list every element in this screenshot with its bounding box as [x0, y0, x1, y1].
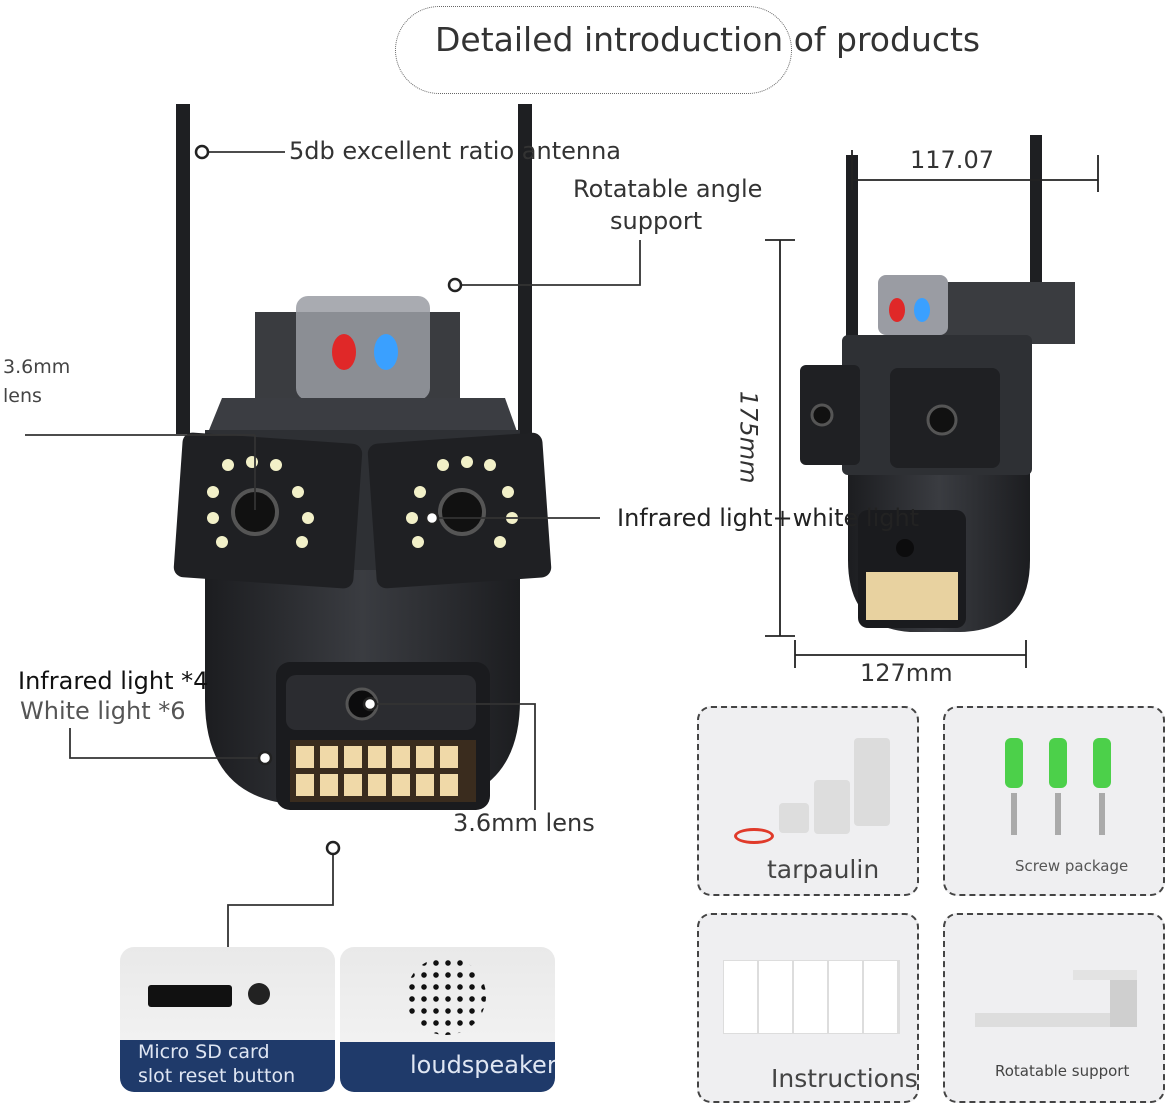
bracket-icon — [975, 1013, 1137, 1027]
dimension-width-top: 117.07 — [910, 146, 994, 174]
speaker-grille-icon — [406, 957, 486, 1035]
callout-rotatable-angle-2: support — [610, 207, 703, 235]
reset-button-icon — [248, 983, 270, 1005]
manual-pages-icon — [723, 960, 900, 1034]
main-camera — [173, 104, 552, 810]
gland-part-icon — [814, 780, 850, 834]
blue-led — [374, 334, 398, 370]
page-title: Detailed introduction of products — [435, 20, 981, 59]
accessory-label: tarpaulin — [767, 855, 880, 884]
feature-label-speaker: loudspeaker — [410, 1051, 555, 1079]
accessory-label: Screw package — [1015, 857, 1129, 875]
title-frame — [395, 6, 792, 94]
gland-part-icon — [779, 803, 809, 833]
accessory-label: Rotatable support — [995, 1062, 1130, 1080]
callout-dots — [194, 144, 463, 856]
callout-rotatable-angle-1: Rotatable angle — [573, 175, 763, 203]
led-array-cells — [296, 746, 458, 796]
accessory-instructions: Instructions — [697, 913, 919, 1103]
dimension-lines — [765, 150, 1099, 668]
callout-infrared-white: Infrared light+white light — [617, 504, 920, 532]
upper-head — [205, 398, 520, 440]
bracket-arm — [1110, 975, 1137, 1027]
dimension-height: 175mm — [734, 390, 763, 484]
gland-part-icon — [854, 738, 890, 826]
red-led — [332, 334, 356, 370]
dimension-camera — [800, 135, 1075, 632]
screw-icon — [1099, 793, 1105, 835]
callout-lines — [25, 151, 641, 950]
antenna-right — [518, 104, 532, 434]
feature-loudspeaker: loudspeaker — [340, 947, 555, 1092]
callout-antenna: 5db excellent ratio antenna — [289, 137, 621, 165]
light-dome — [296, 296, 430, 400]
sd-slot-icon — [148, 985, 232, 1007]
callout-lens-top-2: lens — [3, 385, 42, 407]
screw-icon — [1011, 793, 1017, 835]
accessory-tarpaulin: tarpaulin — [697, 706, 919, 896]
callout-lens-bottom: 3.6mm lens — [453, 809, 595, 837]
feature-label-2: slot reset button — [138, 1065, 296, 1087]
feature-sd-card: Micro SD card slot reset button — [120, 947, 335, 1092]
anchor-icon — [1005, 738, 1023, 788]
feature-label-1: Micro SD card — [138, 1041, 270, 1063]
callout-infrared-count: Infrared light *4 — [18, 667, 209, 695]
anchor-icon — [1049, 738, 1067, 788]
accessory-rotatable-support: Rotatable support — [943, 913, 1165, 1103]
callout-white-count: White light *6 — [20, 697, 186, 725]
callout-lens-top-1: 3.6mm — [3, 356, 71, 378]
accessory-label: Instructions — [771, 1064, 918, 1093]
o-ring-icon — [734, 828, 774, 844]
anchor-icon — [1093, 738, 1111, 788]
accessory-screw-package: Screw package — [943, 706, 1165, 896]
bracket-top — [1073, 970, 1137, 980]
dimension-width-bottom: 127mm — [860, 659, 953, 687]
screw-icon — [1055, 793, 1061, 835]
antenna-left — [176, 104, 190, 434]
